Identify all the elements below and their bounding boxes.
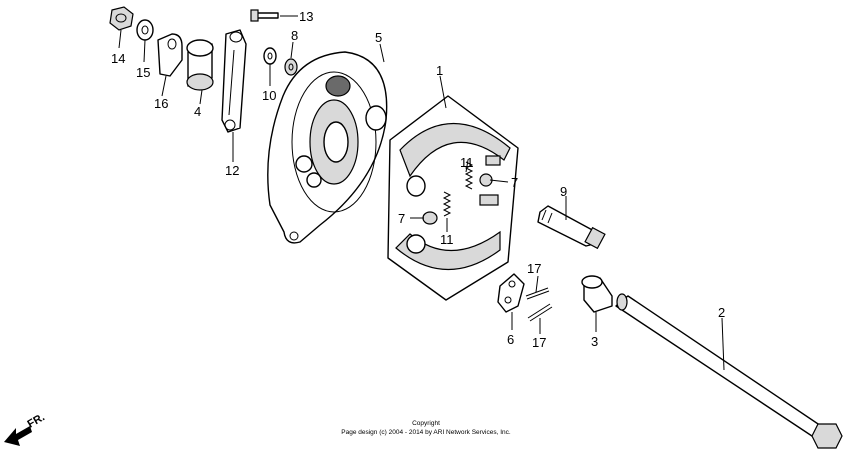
part-16-plate[interactable] bbox=[157, 33, 183, 77]
part-9-brake-cam[interactable] bbox=[537, 205, 606, 250]
callout-2: 2 bbox=[718, 305, 725, 320]
callout-1: 1 bbox=[436, 63, 443, 78]
callout-17-lower: 17 bbox=[532, 335, 546, 350]
part-3-collar[interactable] bbox=[581, 275, 613, 313]
part-7-seal-lower[interactable] bbox=[422, 211, 438, 225]
part-13-bolt[interactable] bbox=[250, 9, 279, 22]
front-direction-arrow-icon bbox=[4, 426, 32, 446]
callout-15: 15 bbox=[136, 65, 150, 80]
copyright-line-1: Copyright bbox=[412, 420, 440, 427]
part-1-brake-shoe-set[interactable] bbox=[387, 95, 519, 301]
part-11-spring-lower[interactable] bbox=[442, 191, 452, 217]
part-11-spring-upper[interactable] bbox=[464, 161, 474, 190]
front-direction-label: FR. bbox=[26, 411, 47, 430]
callout-10: 10 bbox=[262, 88, 276, 103]
part-8-nut[interactable] bbox=[284, 58, 298, 76]
part-2-axle[interactable] bbox=[615, 293, 843, 449]
callout-11-lower: 11 bbox=[440, 232, 454, 247]
callout-11-upper: 11 bbox=[460, 155, 474, 170]
callout-3: 3 bbox=[591, 334, 598, 349]
callout-14: 14 bbox=[111, 51, 125, 66]
callout-7-lower: 7 bbox=[398, 211, 405, 226]
copyright-line-2: Page design (c) 2004 - 2014 by ARI Netwo… bbox=[341, 429, 511, 436]
front-direction-indicator: FR. bbox=[4, 411, 47, 446]
callout-17-upper: 17 bbox=[527, 261, 541, 276]
part-10-washer[interactable] bbox=[263, 47, 277, 65]
part-17-cotter-pin-lower[interactable] bbox=[527, 303, 553, 322]
leader-lines bbox=[118, 15, 725, 371]
callout-5: 5 bbox=[375, 30, 382, 45]
part-17-cotter-pin-upper[interactable] bbox=[525, 287, 550, 300]
callout-7-upper: 7 bbox=[511, 175, 518, 190]
callout-9: 9 bbox=[560, 184, 567, 199]
part-5-brake-panel[interactable] bbox=[267, 51, 388, 244]
part-12-torque-link[interactable] bbox=[221, 29, 247, 133]
callout-6: 6 bbox=[507, 332, 514, 347]
copyright-notice: Copyright Page design (c) 2004 - 2014 by… bbox=[341, 420, 511, 436]
callout-12: 12 bbox=[225, 163, 239, 178]
part-6-plate[interactable] bbox=[497, 273, 525, 313]
callout-16: 16 bbox=[154, 96, 168, 111]
part-14-nut[interactable] bbox=[109, 6, 134, 31]
callout-13: 13 bbox=[299, 9, 313, 24]
callout-labels: 14 15 16 4 12 13 8 10 5 1 11 7 7 11 9 17… bbox=[111, 9, 725, 350]
part-15-washer[interactable] bbox=[136, 19, 154, 41]
callout-8: 8 bbox=[291, 28, 298, 43]
part-4-collar[interactable] bbox=[186, 39, 214, 91]
callout-4: 4 bbox=[194, 104, 201, 119]
